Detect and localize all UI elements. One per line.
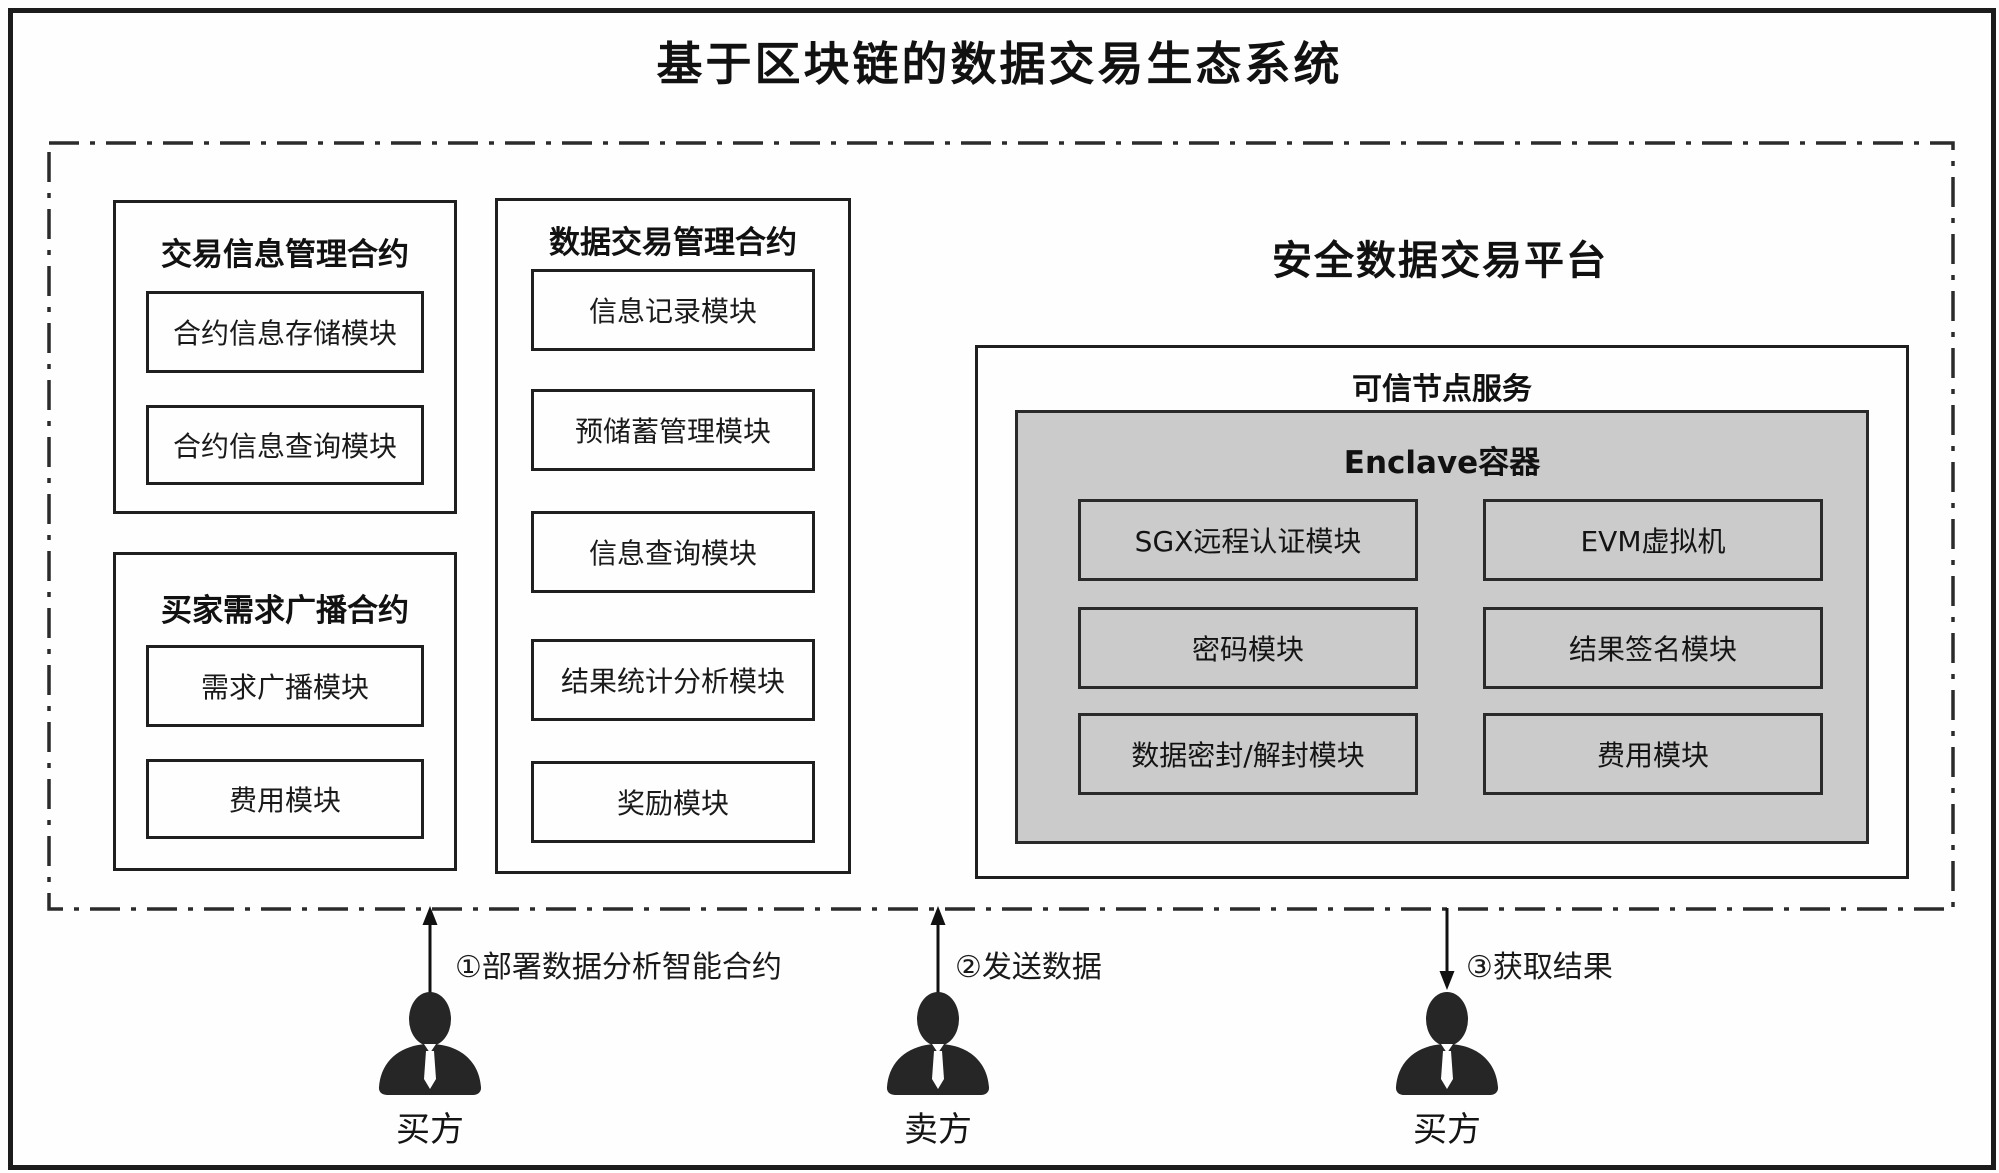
module-result-signing: 结果签名模块 [1483, 607, 1823, 689]
module-contract-info-query: 合约信息查询模块 [146, 405, 424, 485]
seller-person-icon [886, 992, 990, 1095]
arrow-up-icon [422, 906, 438, 998]
enclave-container-title: Enclave容器 [1343, 445, 1541, 481]
module-demand-broadcast: 需求广播模块 [146, 645, 424, 727]
data-trading-contract-title: 数据交易管理合约 [549, 225, 797, 261]
module-evm-virtual-machine: EVM虚拟机 [1483, 499, 1823, 581]
page-title: 基于区块链的数据交易生态系统 [656, 37, 1343, 91]
trusted-node-service-box: 可信节点服务 Enclave容器 SGX远程认证模块 EVM虚拟机 密码模块 结… [975, 345, 1909, 879]
trusted-node-service-title: 可信节点服务 [1352, 372, 1532, 407]
buyer-person-icon [1395, 992, 1499, 1095]
actor-1-role-label: 买方 [396, 1110, 464, 1150]
actor-2-role-label: 卖方 [904, 1110, 972, 1150]
transaction-info-contract-title: 交易信息管理合约 [161, 237, 409, 273]
buyer-demand-contract-box: 买家需求广播合约 需求广播模块 费用模块 [113, 552, 457, 871]
module-cryptography: 密码模块 [1078, 607, 1418, 689]
ecosystem-boundary [47, 141, 1955, 911]
module-fee-enclave: 费用模块 [1483, 713, 1823, 795]
module-info-query: 信息查询模块 [531, 511, 815, 593]
module-contract-info-storage: 合约信息存储模块 [146, 291, 424, 373]
step-2-label: ②发送数据 [955, 950, 1102, 985]
step-3-label: ③获取结果 [1466, 950, 1613, 985]
platform-title: 安全数据交易平台 [1272, 238, 1608, 284]
module-fee-left: 费用模块 [146, 759, 424, 839]
actor-3-role-label: 买方 [1413, 1110, 1481, 1150]
module-reward: 奖励模块 [531, 761, 815, 843]
module-pre-deposit-management: 预储蓄管理模块 [531, 389, 815, 471]
module-result-statistics: 结果统计分析模块 [531, 639, 815, 721]
module-data-seal-unseal: 数据密封/解封模块 [1078, 713, 1418, 795]
module-info-record: 信息记录模块 [531, 269, 815, 351]
buyer-demand-contract-title: 买家需求广播合约 [161, 593, 409, 629]
buyer-person-icon [378, 992, 482, 1095]
step-1-label: ①部署数据分析智能合约 [455, 950, 782, 985]
transaction-info-contract-box: 交易信息管理合约 合约信息存储模块 合约信息查询模块 [113, 200, 457, 514]
data-trading-contract-box: 数据交易管理合约 信息记录模块 预储蓄管理模块 信息查询模块 结果统计分析模块 … [495, 198, 851, 874]
enclave-container-box: Enclave容器 SGX远程认证模块 EVM虚拟机 密码模块 结果签名模块 数… [1015, 410, 1869, 844]
outer-frame [8, 8, 1996, 1170]
arrow-up-icon [930, 906, 946, 998]
arrow-down-icon [1439, 908, 1455, 990]
module-sgx-remote-attestation: SGX远程认证模块 [1078, 499, 1418, 581]
